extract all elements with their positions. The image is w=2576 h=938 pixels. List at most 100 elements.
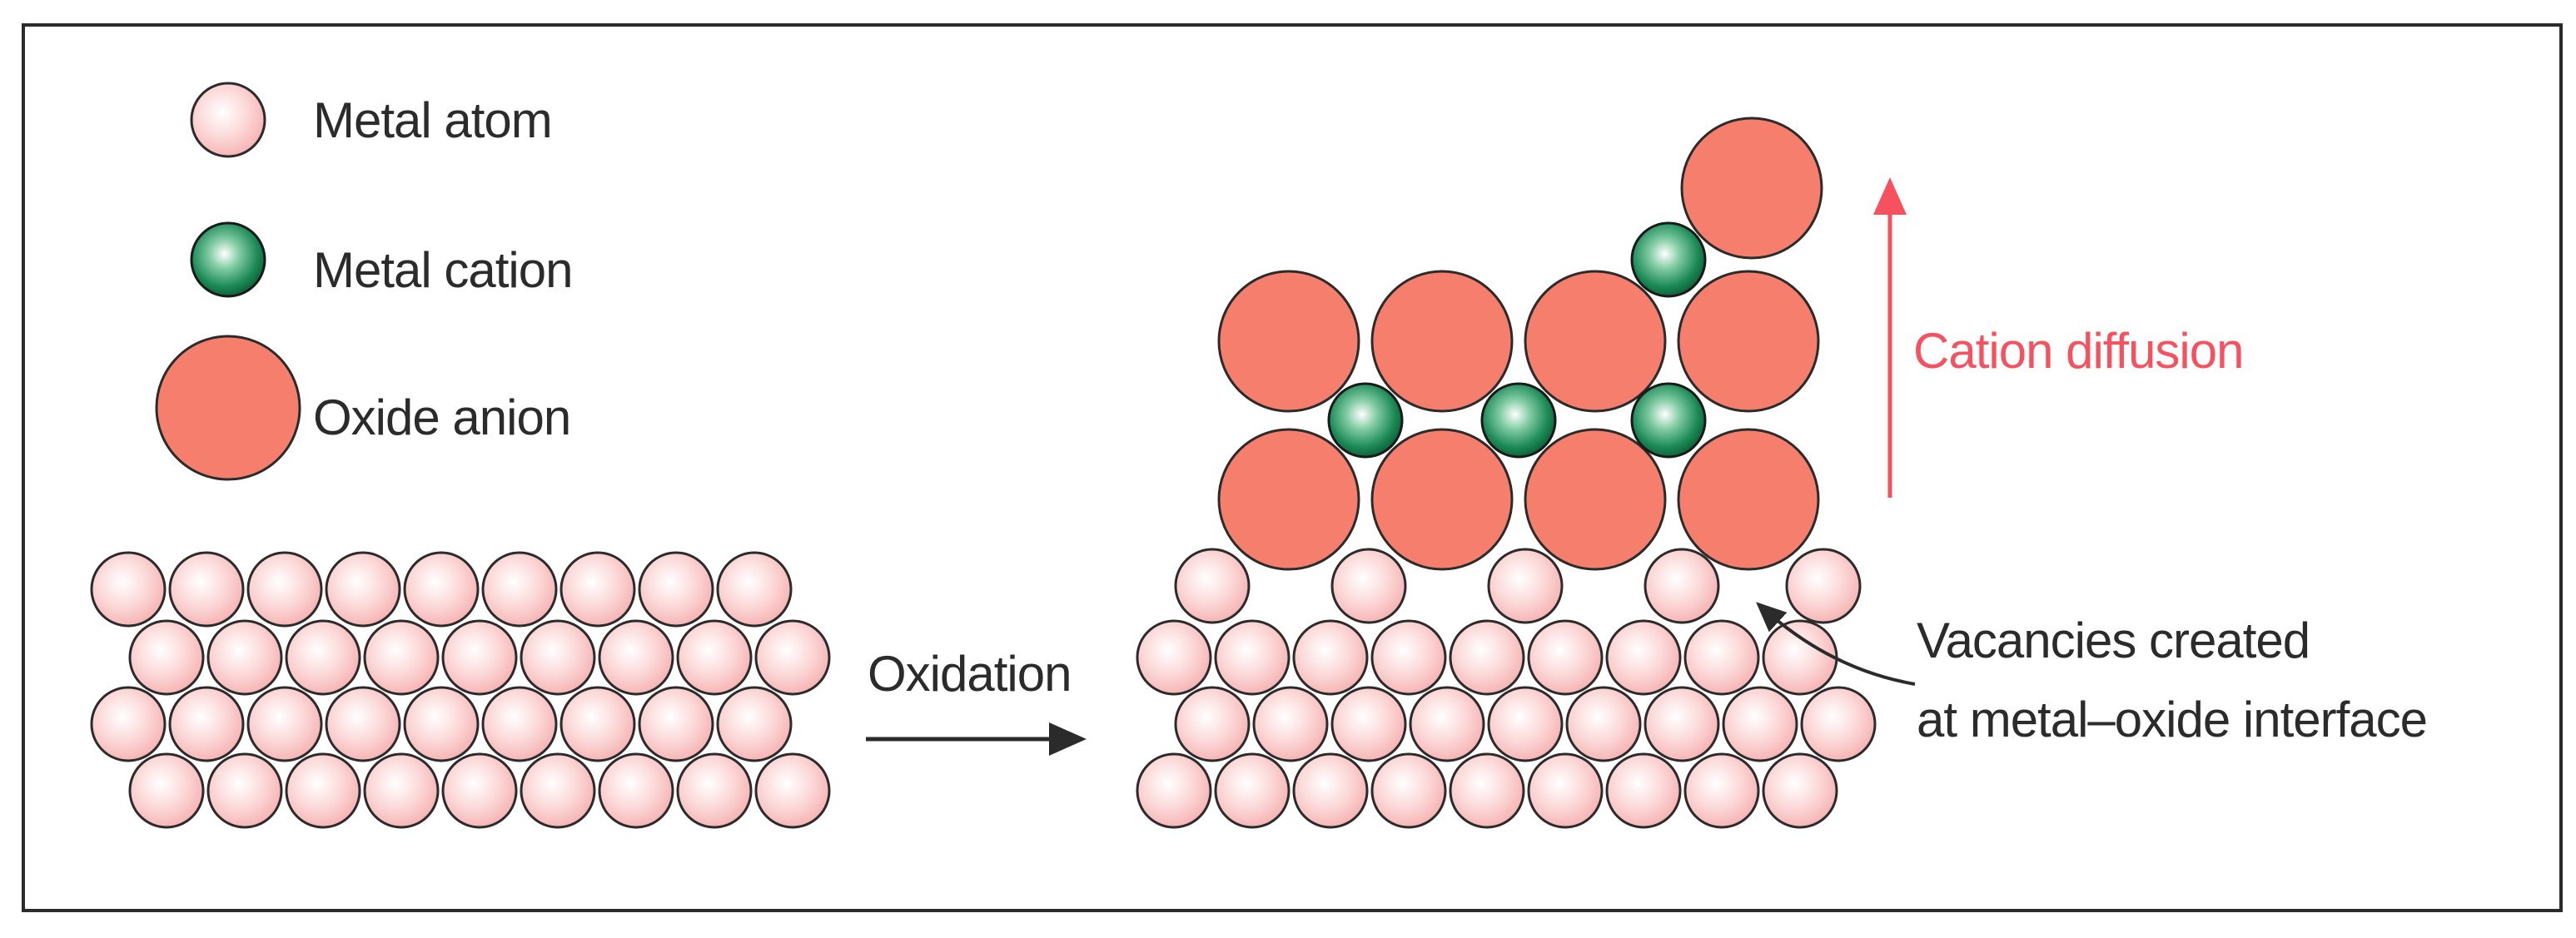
vacancies-label-line1: Vacancies created — [1917, 613, 2310, 668]
metal-atom — [1487, 686, 1564, 762]
metal-atom — [1605, 619, 1682, 696]
legend-metal-cation: Metal cation — [190, 221, 574, 298]
metal-atom — [716, 686, 793, 762]
metal-atom — [598, 619, 674, 696]
legend: Metal atom Metal cation Oxide anion — [155, 82, 574, 481]
metal-atom — [1762, 752, 1838, 829]
metal-atom — [1683, 619, 1760, 696]
oxide-anion — [1677, 270, 1820, 413]
metal-cation — [1327, 382, 1404, 459]
metal-atom — [206, 752, 283, 829]
metal-atom — [1722, 686, 1798, 762]
oxide-anion — [1680, 117, 1823, 260]
metal-atom — [520, 752, 596, 829]
metal-atom — [754, 752, 831, 829]
metal-atom — [1527, 619, 1604, 696]
cation-diffusion-label: Cation diffusion — [1913, 323, 2244, 379]
oxidation-step: Oxidation — [866, 646, 1087, 756]
legend-metal-atom: Metal atom — [190, 82, 553, 158]
metal-atom — [754, 619, 831, 696]
vacancies-callout: Vacancies created at metal–oxide interfa… — [1756, 602, 2428, 747]
metal-atom — [1330, 686, 1407, 762]
vacancies-pointer-arrow — [1756, 602, 1916, 686]
metal-atom — [559, 551, 636, 628]
metal-atom — [90, 686, 167, 762]
metal-atom — [325, 551, 401, 628]
metal-atom — [246, 551, 323, 628]
metal-atom — [481, 686, 558, 762]
metal-atom — [403, 551, 480, 628]
metal-atom — [1370, 752, 1447, 829]
metal-atom — [1644, 686, 1720, 762]
legend-label-metal-atom: Metal atom — [313, 92, 552, 148]
metal-atom — [1330, 548, 1407, 624]
oxide-anion — [1524, 428, 1667, 571]
metal-atom — [1370, 619, 1447, 696]
metal-atom-swatch — [190, 82, 266, 158]
oxide-anion — [1524, 270, 1667, 413]
metal-atom — [1487, 548, 1564, 624]
metal-atom — [716, 551, 793, 628]
metal-atom — [128, 752, 205, 829]
oxide-anion — [1677, 428, 1820, 571]
oxide-anion — [1370, 428, 1514, 571]
metal-lattice-after — [1136, 548, 1877, 829]
metal-atom — [1136, 619, 1212, 696]
metal-cation — [1630, 221, 1707, 298]
metal-atom — [90, 551, 167, 628]
metal-cation — [1480, 382, 1557, 459]
metal-atom — [1409, 686, 1485, 762]
metal-atom — [1527, 752, 1604, 829]
metal-atom — [1174, 548, 1251, 624]
metal-atom — [598, 752, 674, 829]
oxide-anion — [1217, 270, 1360, 413]
metal-atom — [1292, 619, 1369, 696]
oxide-scale — [1217, 117, 1823, 571]
metal-atom — [325, 686, 401, 762]
cation-diffusion: Cation diffusion — [1873, 177, 2245, 498]
metal-atom — [676, 752, 753, 829]
oxide-anion-swatch — [155, 335, 301, 481]
metal-atom — [1683, 752, 1760, 829]
metal-cation-swatch — [190, 221, 266, 298]
metal-atom — [1605, 752, 1682, 829]
metal-atom — [1762, 619, 1838, 696]
metal-atom — [246, 686, 323, 762]
metal-atom — [638, 551, 714, 628]
oxide-anion — [1217, 428, 1360, 571]
metal-atom — [206, 619, 283, 696]
legend-label-metal-cation: Metal cation — [313, 242, 573, 298]
metal-atom — [168, 686, 245, 762]
oxide-anion — [1370, 270, 1514, 413]
metal-atom — [1214, 752, 1290, 829]
metal-atom — [363, 619, 440, 696]
metal-atom — [1644, 548, 1720, 624]
metal-atom — [1174, 686, 1251, 762]
metal-atom — [1214, 619, 1290, 696]
metal-atom — [559, 686, 636, 762]
metal-atom — [441, 619, 518, 696]
metal-atom — [1800, 686, 1877, 762]
metal-atom — [520, 619, 596, 696]
metal-atom — [168, 551, 245, 628]
metal-atom — [1565, 686, 1642, 762]
metal-atom — [285, 752, 361, 829]
metal-lattice-before — [90, 551, 831, 829]
metal-atom — [638, 686, 714, 762]
metal-atom — [363, 752, 440, 829]
metal-atom — [285, 619, 361, 696]
legend-oxide-anion: Oxide anion — [155, 335, 571, 481]
metal-cation — [1630, 382, 1707, 459]
metal-atom — [1252, 686, 1329, 762]
metal-atom — [1292, 752, 1369, 829]
metal-atom — [1136, 752, 1212, 829]
metal-atom — [1785, 548, 1862, 624]
vacancies-label-line2: at metal–oxide interface — [1917, 692, 2427, 747]
metal-atom — [403, 686, 480, 762]
metal-atom — [441, 752, 518, 829]
legend-label-oxide-anion: Oxide anion — [313, 390, 570, 445]
metal-atom — [676, 619, 753, 696]
metal-atom — [1449, 752, 1525, 829]
